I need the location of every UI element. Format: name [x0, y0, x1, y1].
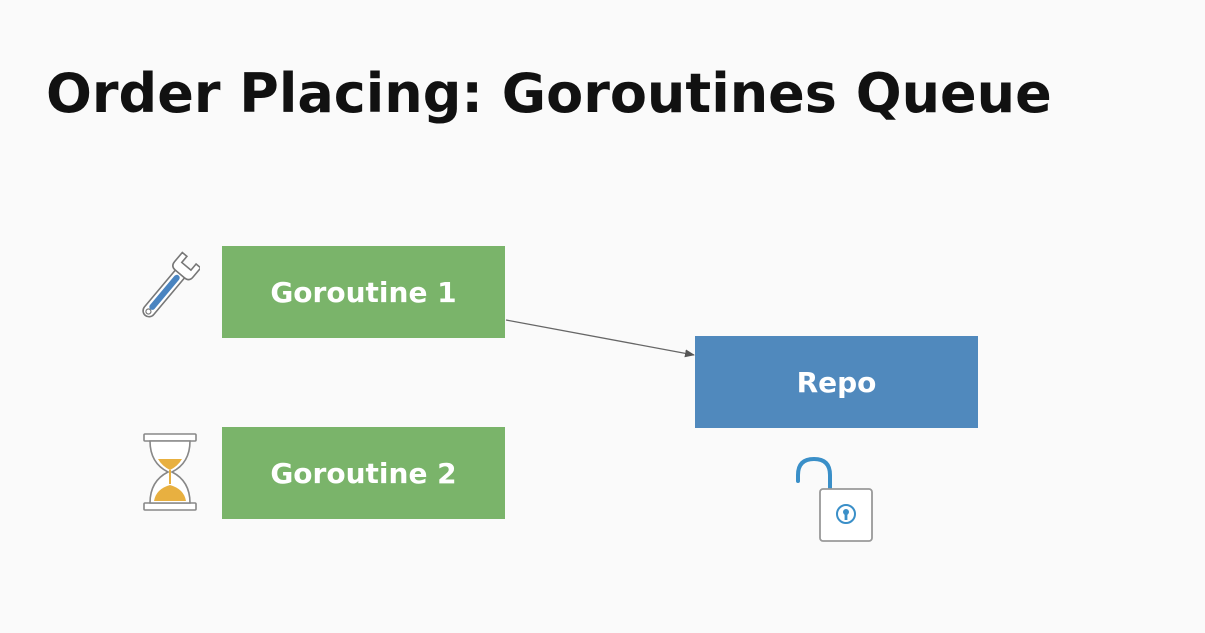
goroutine-1-box: Goroutine 1 — [222, 246, 505, 338]
repo-box: Repo — [695, 336, 978, 428]
arrow-line — [505, 319, 695, 358]
open-padlock-icon — [796, 456, 873, 542]
goroutine-2-box: Goroutine 2 — [222, 427, 505, 519]
goroutine-2-label: Goroutine 2 — [270, 456, 457, 490]
repo-label: Repo — [796, 365, 877, 399]
hourglass-icon — [143, 433, 197, 511]
slide-title: Order Placing: Goroutines Queue — [46, 62, 1052, 125]
wrench-icon — [142, 251, 200, 318]
goroutine-1-label: Goroutine 1 — [270, 275, 457, 309]
